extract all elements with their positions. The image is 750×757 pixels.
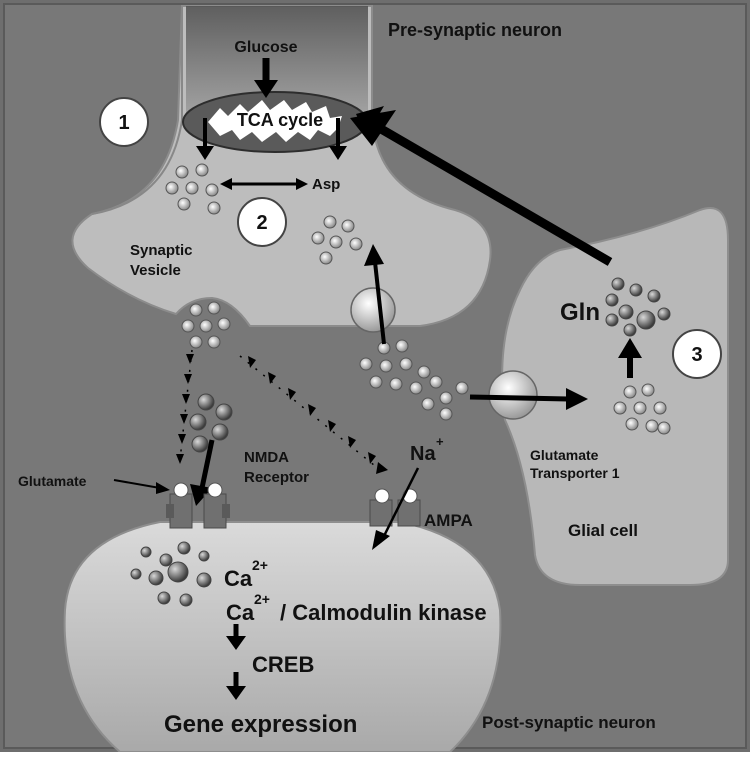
camk-to-creb-arrow	[226, 624, 246, 650]
svg-text:2: 2	[256, 212, 267, 234]
gene-expression-label: Gene expression	[164, 711, 357, 738]
ampa-receptor	[369, 488, 421, 527]
reuptake-arrow-glial	[469, 388, 588, 410]
asp-label: Asp	[312, 176, 340, 193]
glutamate-pointer-arrow	[113, 479, 170, 494]
svg-text:3: 3	[691, 344, 702, 366]
asp-double-arrow	[220, 178, 308, 190]
glucose-label: Glucose	[234, 39, 297, 56]
glial-cell-label: Glial cell	[568, 521, 638, 540]
ligand-to-nmda-arrow	[190, 439, 215, 506]
glutamine-cluster	[605, 277, 671, 337]
sodium-influx-arrow	[372, 467, 420, 550]
camk-label-ca: Ca	[226, 600, 255, 625]
svg-text:1: 1	[118, 112, 129, 134]
nmda-ligand-cluster	[189, 393, 233, 453]
tca-label: TCA cycle	[237, 110, 323, 130]
nmda-label-2: Receptor	[244, 469, 309, 486]
axon-edge-left	[91, 6, 183, 215]
camk-label: / Calmodulin kinase	[280, 600, 487, 625]
glt1-label-1: Glutamate	[530, 447, 599, 463]
step-1-badge: 1	[99, 97, 149, 147]
glutamate-to-gln-arrow	[618, 338, 642, 378]
vesicle-cluster-cleft	[359, 339, 469, 421]
post-neuron-label: Post-synaptic neuron	[482, 713, 656, 732]
vesicle-cluster-glial	[613, 383, 671, 435]
ampa-label: AMPA	[424, 511, 473, 530]
glutamine-to-tca-arrow	[350, 106, 613, 266]
release-dotted-arrow-1	[176, 349, 194, 464]
creb-to-gene-arrow	[226, 672, 246, 700]
glial-cell	[501, 207, 729, 586]
sodium-charge: +	[436, 434, 444, 449]
glutamate-label: Glutamate	[18, 473, 87, 489]
vesicle-cluster-center	[311, 215, 363, 265]
tca-to-asp-arrow	[329, 118, 347, 160]
calcium-ion-cluster	[130, 541, 212, 607]
nmda-label-1: NMDA	[244, 449, 289, 466]
asp-transporter	[350, 287, 396, 333]
step-3-badge: 3	[672, 329, 722, 379]
vesicle-cluster-release	[181, 301, 231, 349]
reuptake-arrow-pre	[364, 244, 386, 345]
synaptic-vesicle-label-1: Synaptic	[130, 242, 193, 259]
vesicle-cluster-top-left	[165, 163, 221, 215]
calcium-charge: 2+	[252, 557, 268, 573]
synaptic-vesicle-label-2: Vesicle	[130, 262, 181, 279]
sodium-label: Na	[410, 443, 436, 465]
creb-label: CREB	[252, 652, 314, 677]
gln-label: Gln	[560, 299, 600, 326]
release-dotted-arrow-2	[239, 355, 388, 474]
nmda-receptor	[166, 482, 230, 529]
calcium-label: Ca	[224, 566, 253, 591]
tca-to-vesicles-arrow	[196, 118, 214, 160]
tca-burst	[208, 100, 342, 142]
glutamate-transporter-1	[488, 370, 538, 420]
step-2-badge: 2	[237, 197, 287, 247]
glt1-label-2: Transporter 1	[530, 465, 620, 481]
pre-neuron-label: Pre-synaptic neuron	[388, 20, 562, 40]
glucose-arrow-head	[254, 80, 278, 98]
pre-synaptic-terminal	[71, 5, 492, 327]
camk-label-charge: 2+	[254, 591, 270, 607]
